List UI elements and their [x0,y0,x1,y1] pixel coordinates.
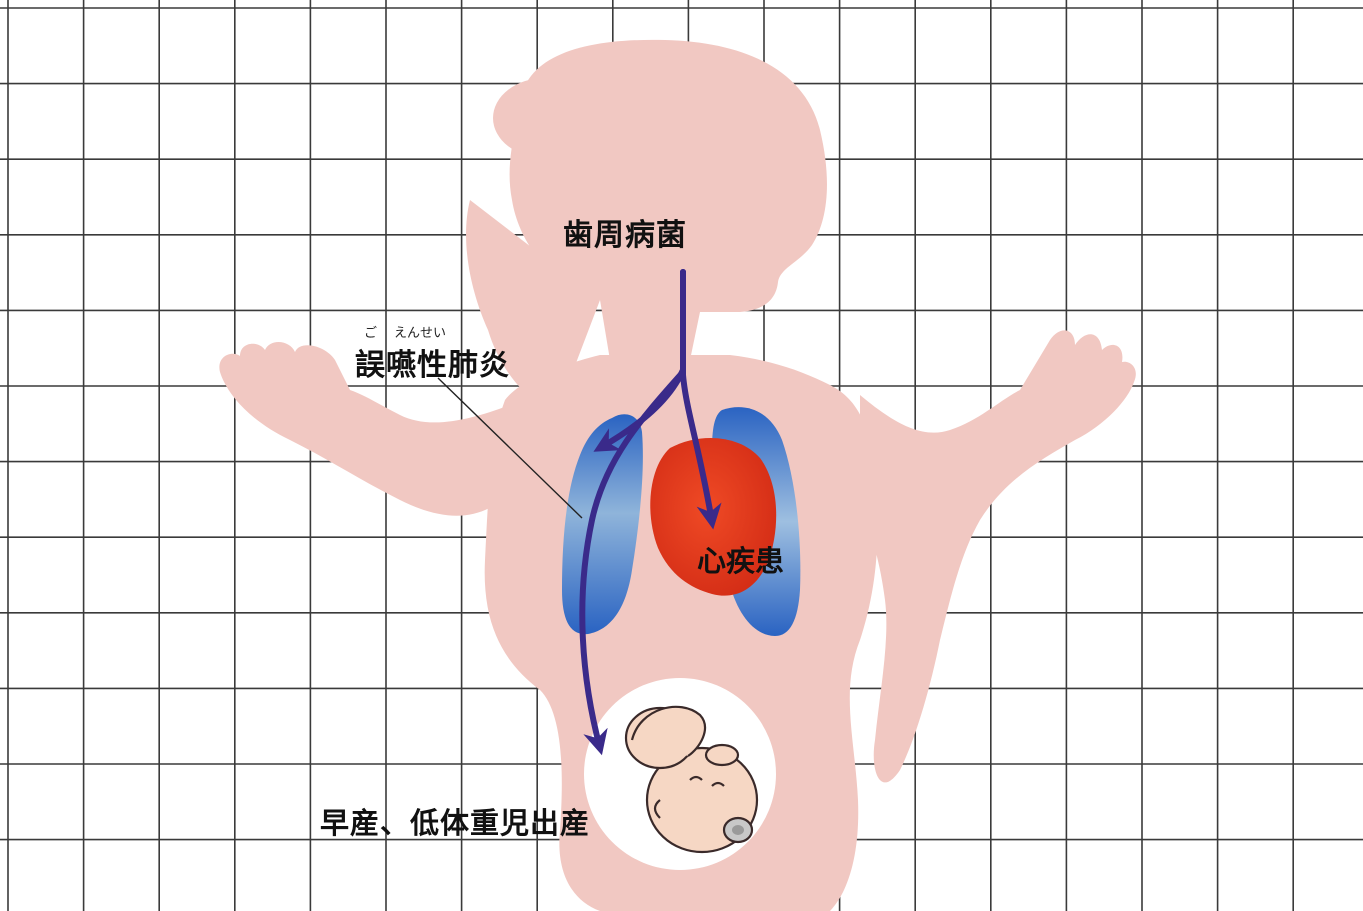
heart-disease-label: 心疾患 [697,538,784,580]
pneumonia-label: 誤嚥性肺炎 [355,340,510,384]
ruby-go: ご [364,322,377,341]
ruby-ensei: えんせい [394,322,446,341]
premature-birth-label: 早産、低体重児出産 [320,800,590,842]
source-label: 歯周病菌 [563,210,687,254]
